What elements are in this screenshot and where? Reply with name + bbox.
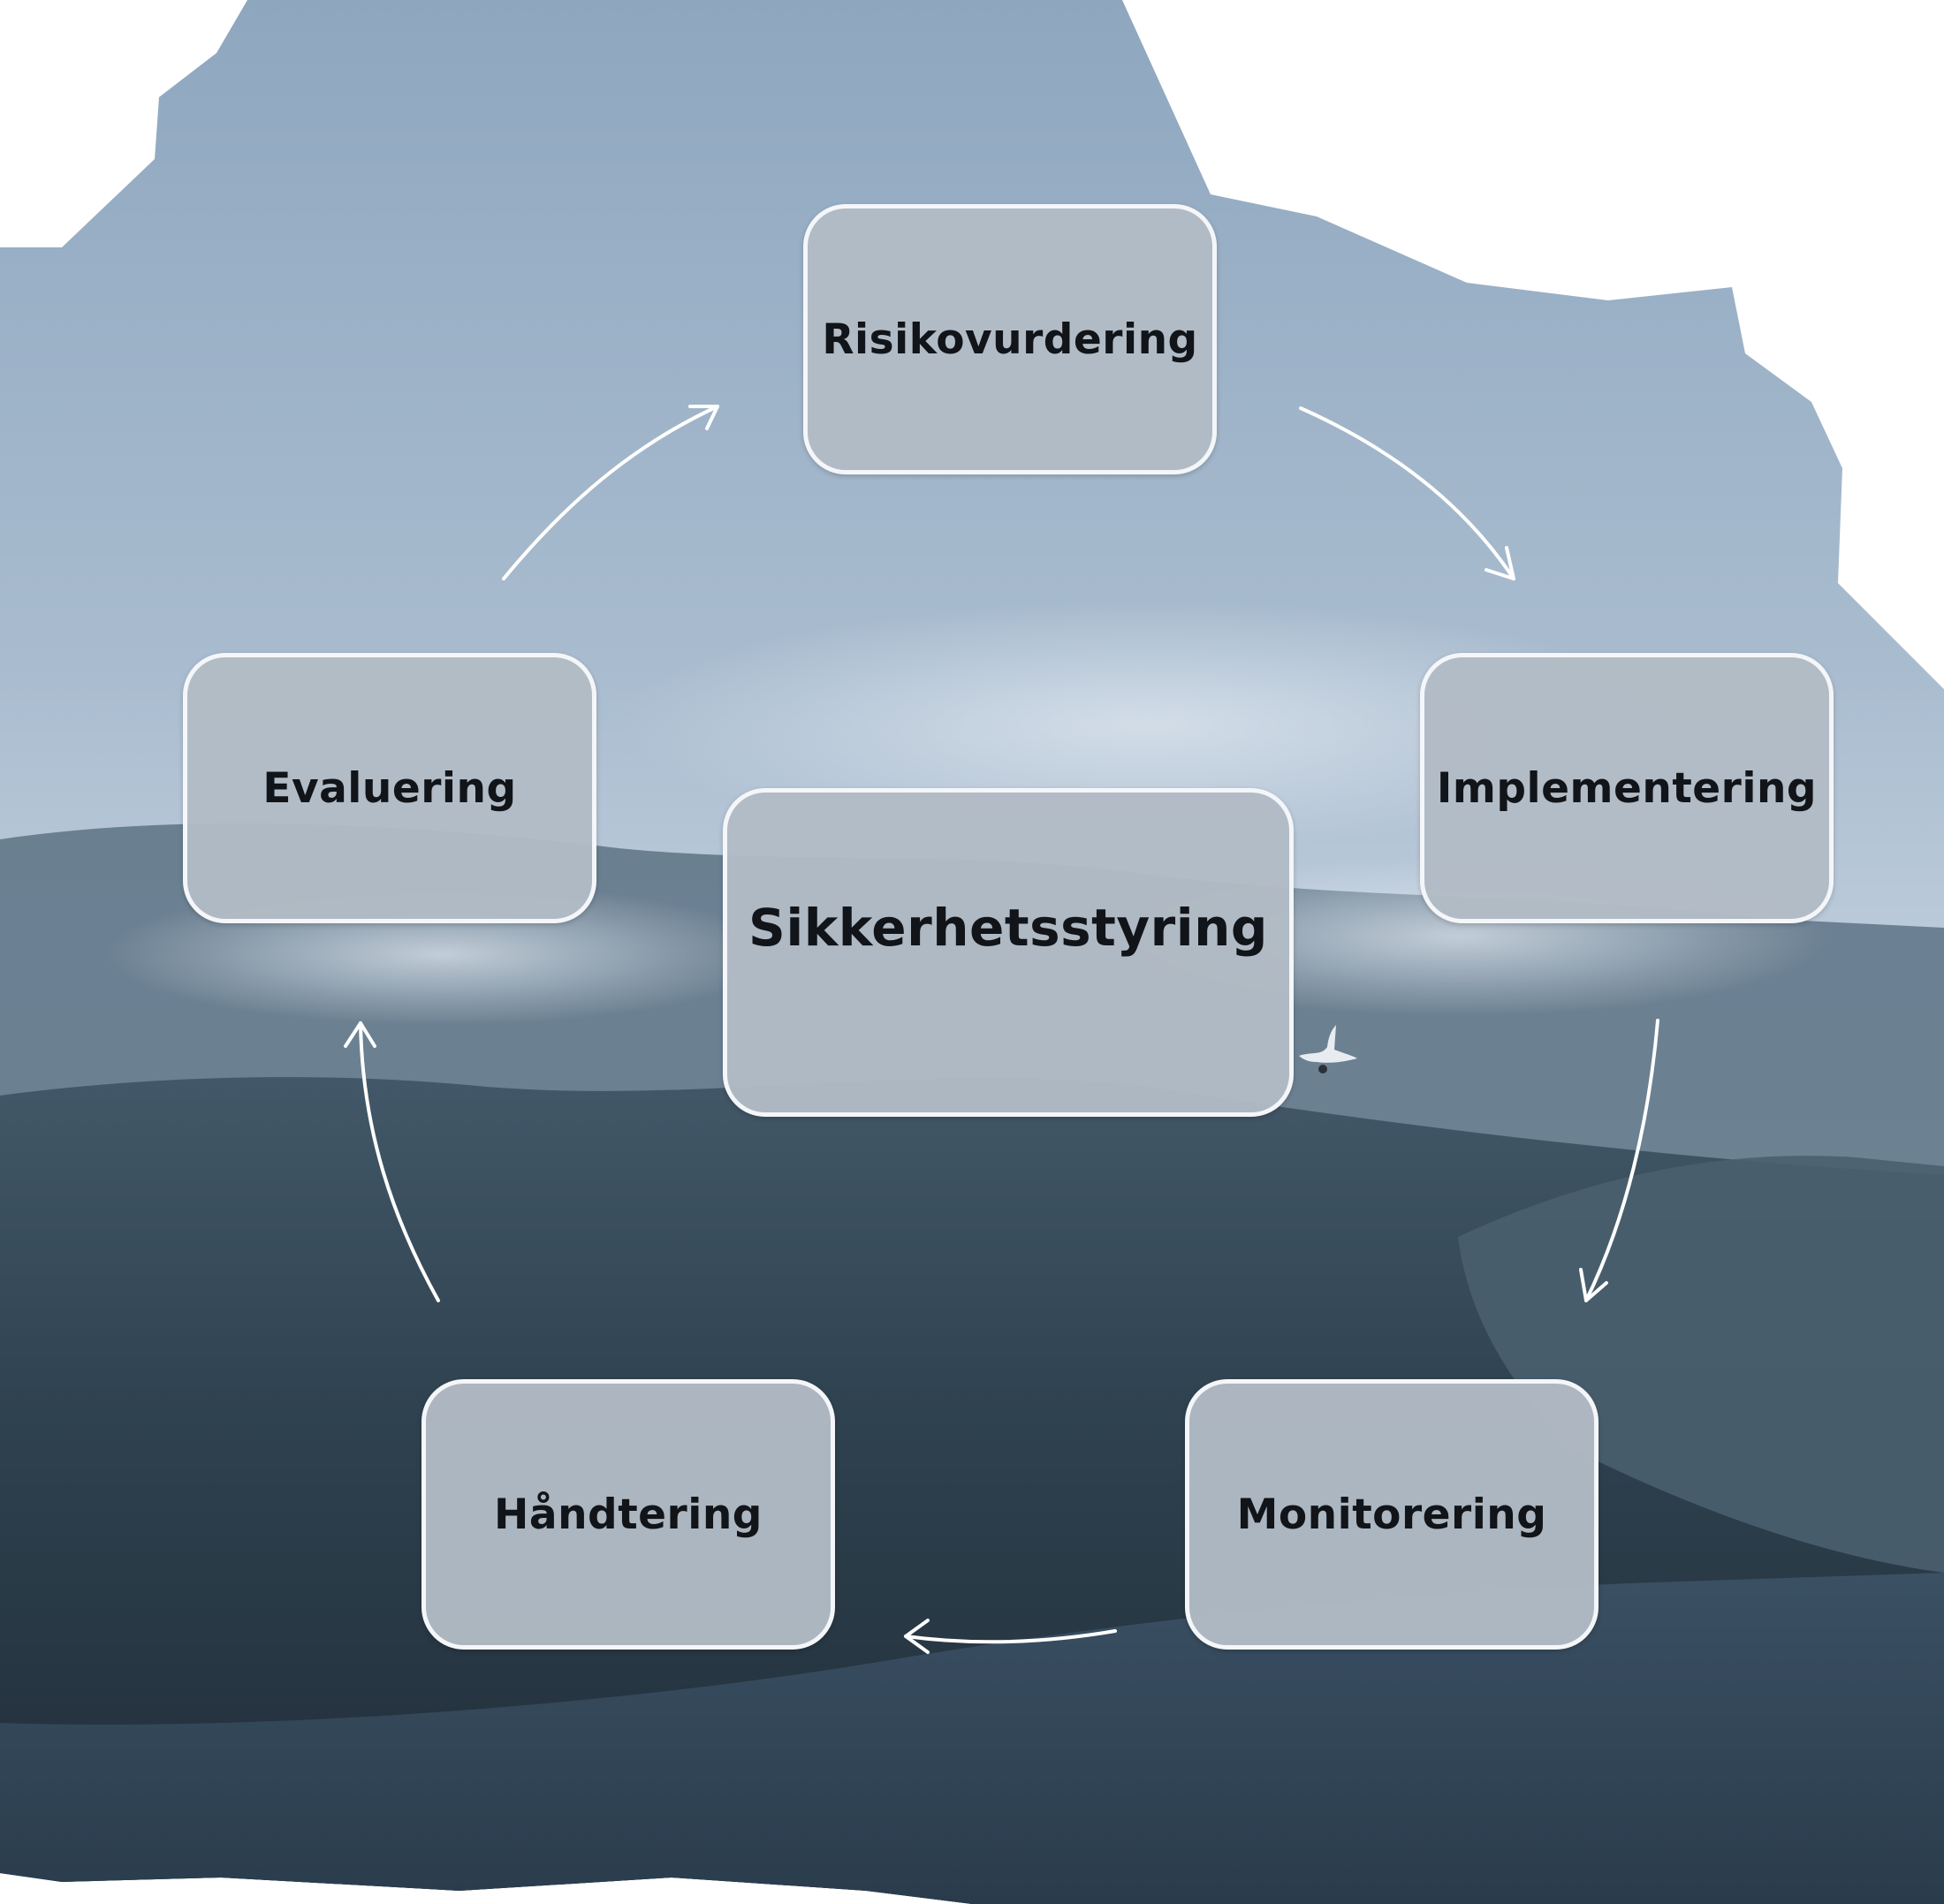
step-risikovurdering: Risikovurdering <box>803 204 1217 474</box>
center-label: Sikkerhetsstyring <box>748 898 1268 958</box>
step-label: Håndtering <box>494 1490 763 1539</box>
step-evaluering: Evaluering <box>183 653 596 923</box>
cycle-arrows <box>344 405 1659 1654</box>
arrow-eval-to-risk <box>502 405 719 580</box>
step-label: Implementering <box>1436 763 1818 813</box>
center-node-sikkerhetsstyring: Sikkerhetsstyring <box>723 788 1294 1117</box>
step-label: Risikovurdering <box>822 315 1198 364</box>
step-monitorering: Monitorering <box>1185 1379 1598 1650</box>
arrow-mon-to-hand <box>904 1619 1117 1654</box>
arrow-hand-to-eval <box>344 1021 440 1302</box>
arrow-risk-to-impl <box>1299 406 1515 580</box>
step-label: Evaluering <box>262 763 517 813</box>
step-label: Monitorering <box>1236 1490 1547 1539</box>
arrow-impl-to-mon <box>1579 1019 1659 1302</box>
bird-icon <box>1299 1025 1357 1073</box>
step-implementering: Implementering <box>1420 653 1834 923</box>
step-handtering: Håndtering <box>421 1379 835 1650</box>
